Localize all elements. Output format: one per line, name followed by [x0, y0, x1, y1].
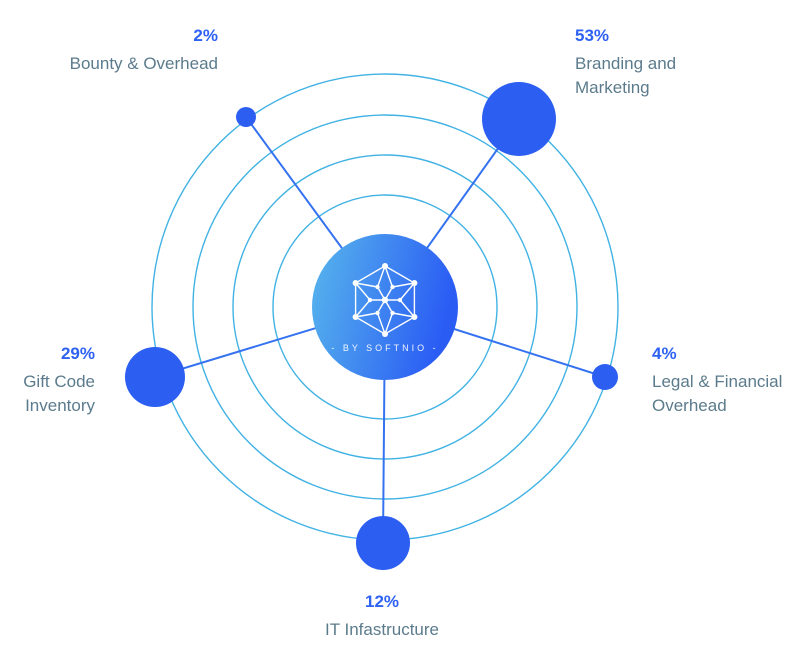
label-legal-financial-overhead: 4% Legal & Financial Overhead [652, 344, 810, 418]
node-legal-financial [592, 364, 618, 390]
it-name: IT Infastructure [324, 620, 439, 639]
center-circle [312, 234, 458, 380]
label-it-infrastructure: 12% IT Infastructure [296, 592, 468, 642]
gift-name: Gift Code Inventory [23, 372, 95, 415]
legal-percent: 4% [652, 344, 677, 363]
node-gift-code-inventory [125, 347, 185, 407]
label-branding-marketing: 53% Branding and Marketing [575, 26, 707, 100]
branding-percent: 53% [575, 26, 610, 45]
label-bounty-overhead: 2% Bounty & Overhead [70, 26, 218, 76]
data-nodes [125, 82, 618, 570]
label-gift-code-inventory: 29% Gift Code Inventory [0, 344, 95, 418]
token-network-icon [352, 263, 418, 337]
bounty-percent: 2% [193, 26, 218, 45]
node-it-infrastructure [356, 516, 410, 570]
orbit-circle [192, 114, 578, 500]
node-bounty-overhead [236, 107, 256, 127]
brand-caption: - BY SOFTNIO - [331, 343, 439, 353]
branding-name: Branding and Marketing [575, 54, 677, 97]
node-branding-marketing [482, 82, 556, 156]
it-percent: 12% [364, 592, 400, 611]
orbit-circle [232, 154, 538, 460]
legal-name: Legal & Financial Overhead [652, 372, 783, 415]
gift-percent: 29% [60, 344, 95, 363]
bounty-name: Bounty & Overhead [69, 54, 218, 73]
